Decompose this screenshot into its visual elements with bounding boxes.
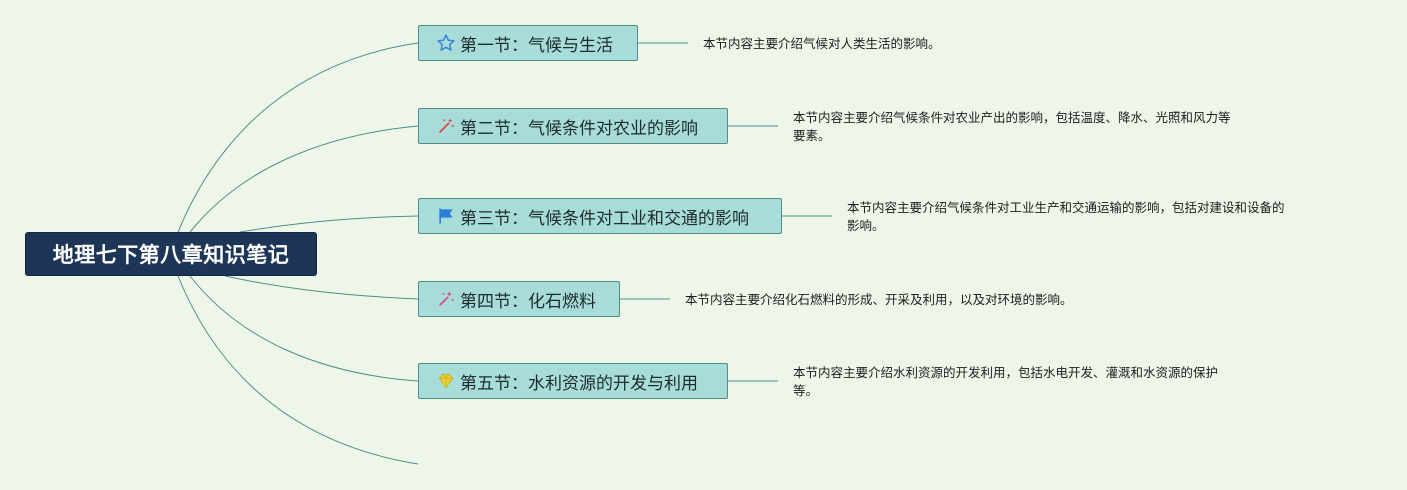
section-node-2[interactable]: 第二节：气候条件对农业的影响 bbox=[418, 108, 728, 144]
branch-line-6 bbox=[177, 275, 419, 465]
gem-icon bbox=[435, 370, 457, 392]
section-note-2: 本节内容主要介绍气候条件对农业产出的影响，包括温度、降水、光照和风力等 要素。 bbox=[793, 110, 1231, 143]
section-title: 第二节：气候条件对农业的影响 bbox=[460, 118, 698, 139]
star-icon bbox=[435, 32, 457, 54]
section-node-4[interactable]: 第四节：化石燃料 bbox=[418, 281, 620, 317]
flag-icon bbox=[435, 205, 457, 227]
section-title: 第四节：化石燃料 bbox=[460, 291, 596, 312]
section-note-5: 本节内容主要介绍水利资源的开发利用，包括水电开发、灌溉和水资源的保护 等。 bbox=[793, 365, 1219, 398]
section-note-3: 本节内容主要介绍气候条件对工业生产和交通运输的影响，包括对建设和设备的 影响。 bbox=[847, 200, 1285, 233]
root-topic[interactable]: 地理七下第八章知识笔记 bbox=[25, 232, 317, 276]
sparkle-icon bbox=[435, 288, 457, 310]
branch-line-3 bbox=[239, 215, 419, 233]
branch-line-5 bbox=[189, 275, 419, 382]
section-node-1[interactable]: 第一节：气候与生活 bbox=[418, 25, 638, 61]
section-title: 第三节：气候条件对工业和交通的影响 bbox=[460, 208, 749, 229]
section-title: 第一节：气候与生活 bbox=[460, 35, 613, 56]
section-node-3[interactable]: 第三节：气候条件对工业和交通的影响 bbox=[418, 198, 782, 234]
branch-line-4 bbox=[224, 275, 419, 300]
section-note-1: 本节内容主要介绍气候对人类生活的影响。 bbox=[703, 36, 941, 51]
section-node-5[interactable]: 第五节：水利资源的开发与利用 bbox=[418, 363, 728, 399]
magic-wand-icon bbox=[435, 115, 457, 137]
branch-line-2 bbox=[189, 125, 419, 233]
root-title: 地理七下第八章知识笔记 bbox=[52, 243, 290, 267]
branch-line-1 bbox=[177, 42, 419, 233]
section-title: 第五节：水利资源的开发与利用 bbox=[460, 373, 698, 394]
section-note-4: 本节内容主要介绍化石燃料的形成、开采及利用，以及对环境的影响。 bbox=[685, 292, 1073, 307]
